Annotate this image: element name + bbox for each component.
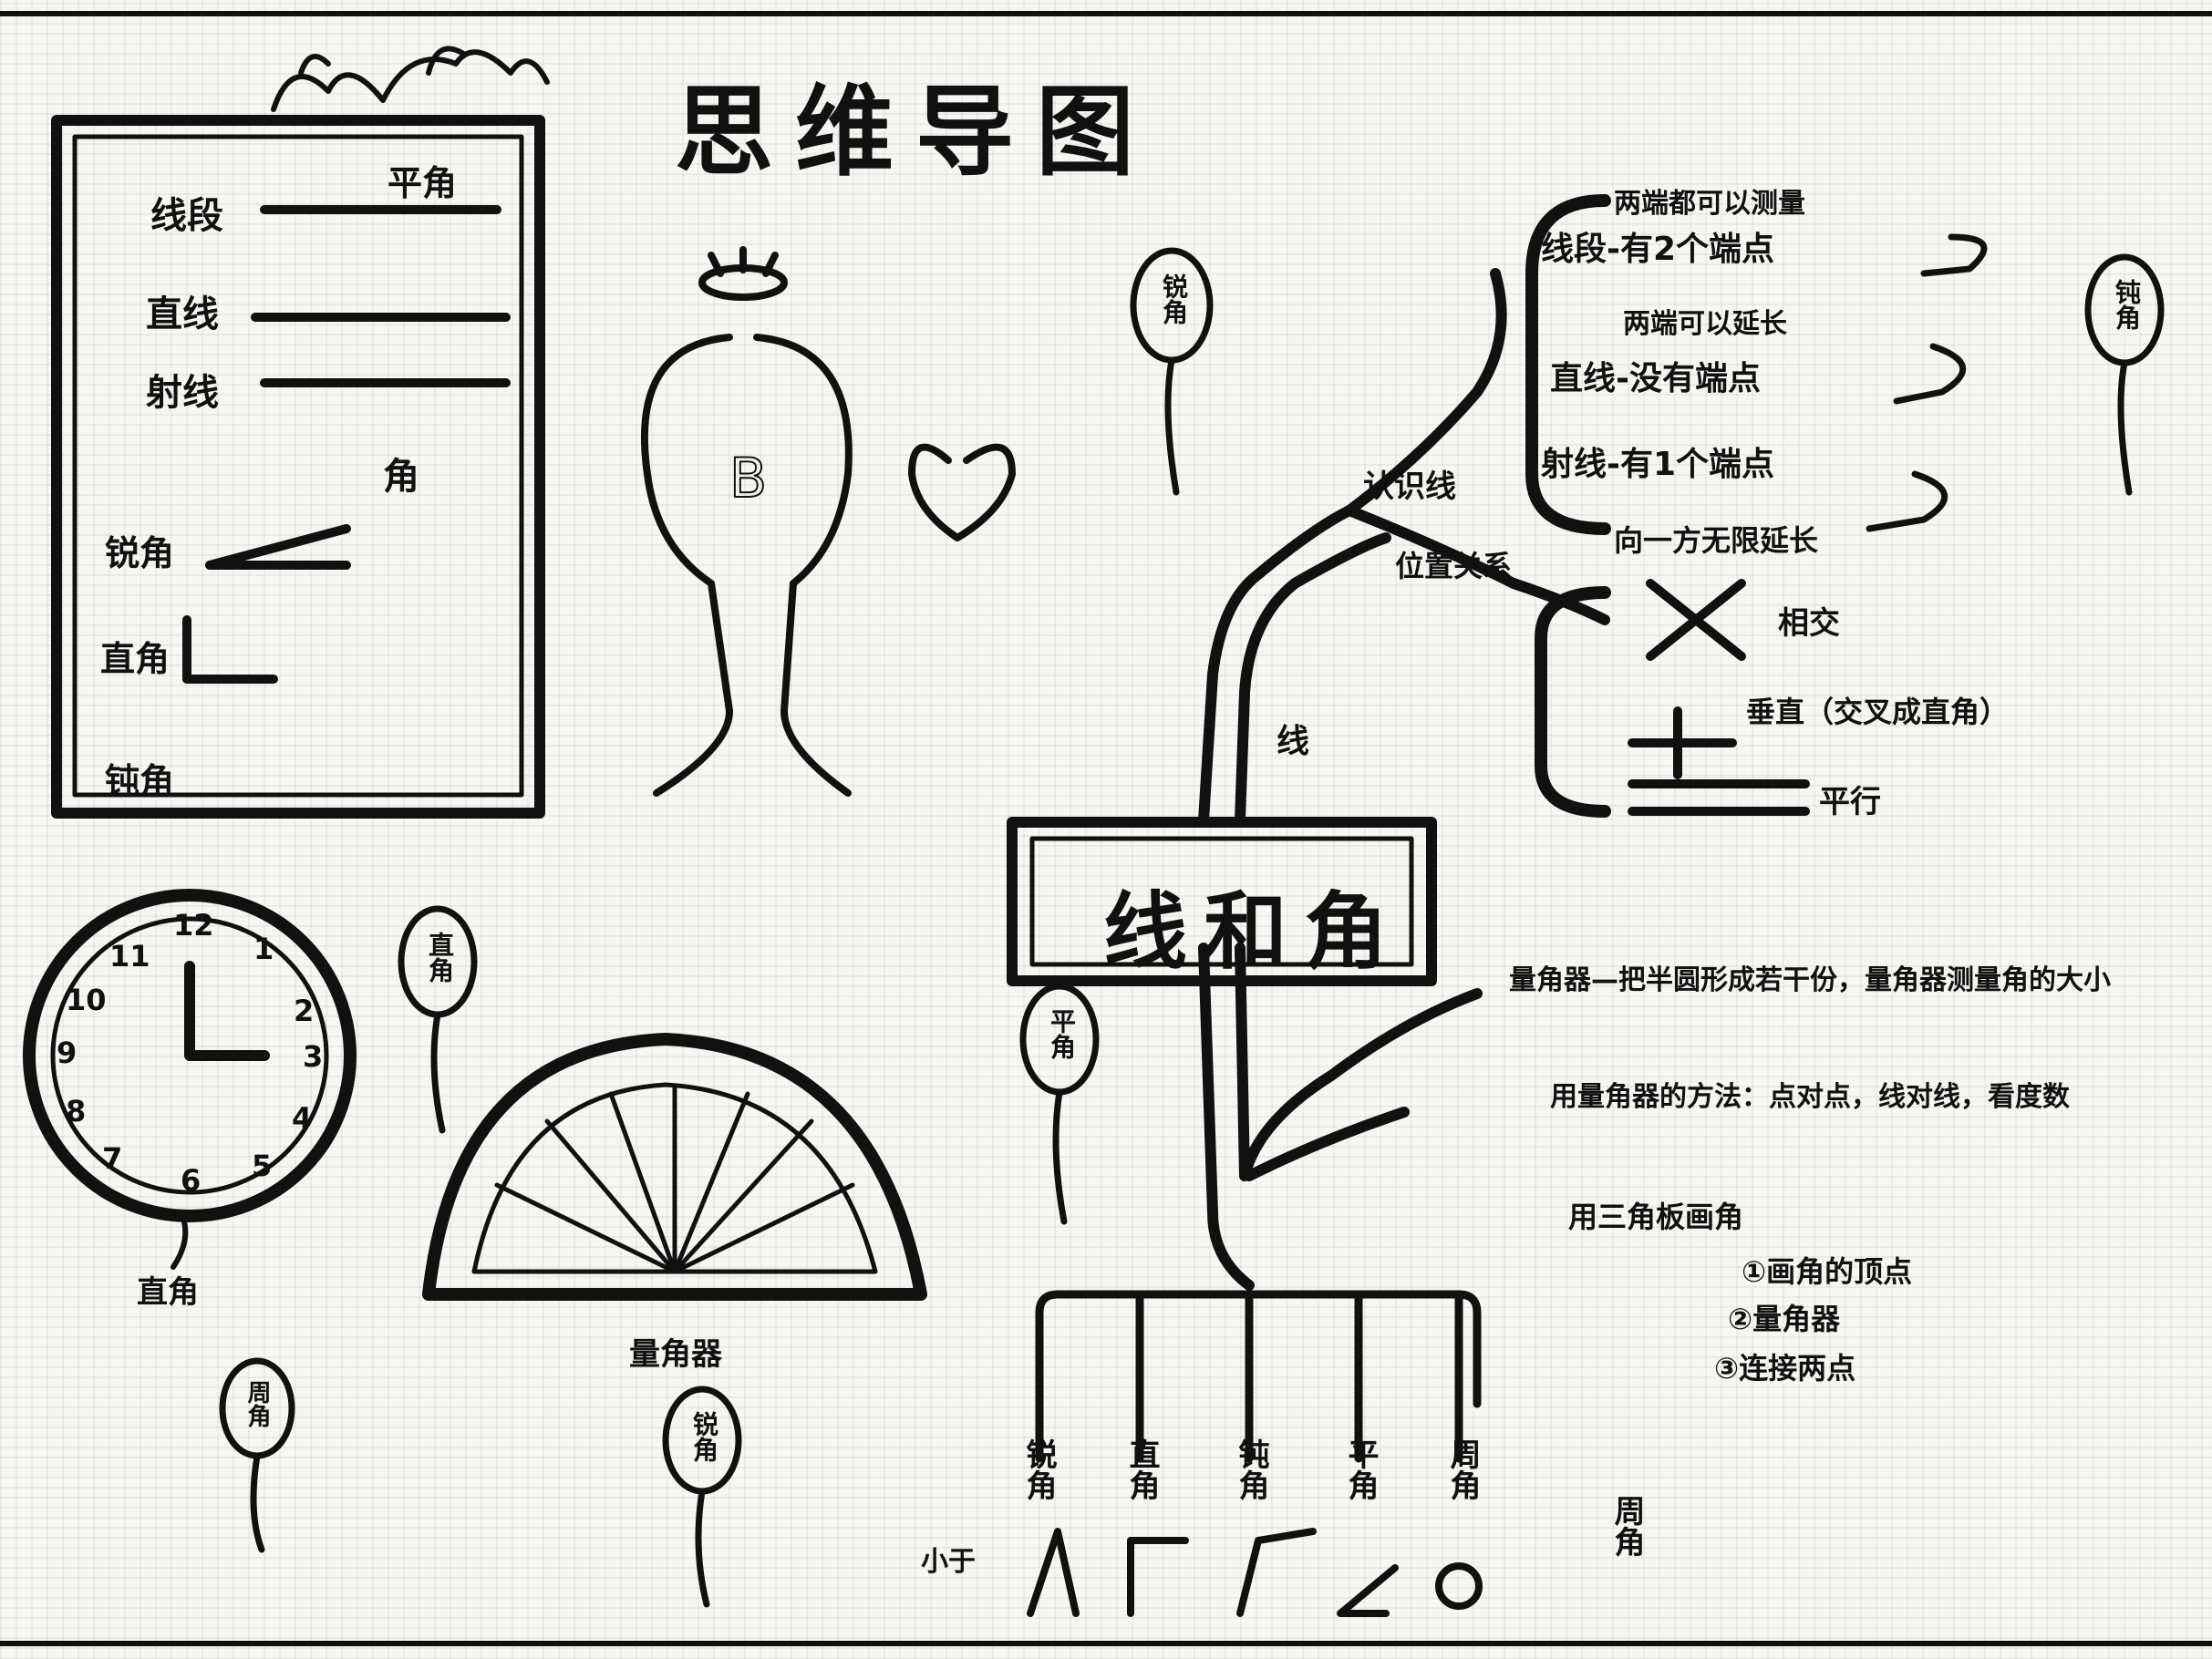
clock-number-3: 3 bbox=[303, 1039, 324, 1074]
relation-item-perpendicular: 垂直（交叉成直角） bbox=[1746, 695, 2010, 729]
clock-caption: 直角 bbox=[137, 1274, 199, 1311]
clock-face bbox=[23, 889, 357, 1270]
panel-line-samples bbox=[182, 205, 511, 684]
angle-type-stems bbox=[1035, 1290, 1482, 1463]
balloon-shapes bbox=[219, 247, 2165, 1608]
relation-branch-label: 位置关系 bbox=[1395, 549, 1513, 583]
line-branch-item-1: 线段-有2个端点 bbox=[1541, 231, 1774, 268]
lines-panel-frame bbox=[51, 115, 545, 819]
relation-item-intersect: 相交 bbox=[1778, 605, 1840, 642]
angle-type-prefix: 小于 bbox=[921, 1546, 976, 1578]
center-node-frame bbox=[1007, 817, 1437, 986]
branch-brackets bbox=[1525, 194, 1611, 818]
balloon-label-1: 锐角 bbox=[1159, 273, 1189, 325]
relation-item-parallel: 平行 bbox=[1819, 784, 1881, 820]
line-branch-item-4: 向一方无限延长 bbox=[1614, 523, 1819, 558]
line-branch-label: 认识线 bbox=[1363, 469, 1456, 505]
center-node-label: 线和角 bbox=[1103, 883, 1405, 981]
balloon-label-4: 平角 bbox=[1047, 1008, 1077, 1059]
mind-map-trunk bbox=[1198, 268, 1610, 1291]
panel-label-angle: 角 bbox=[383, 456, 419, 498]
panel-label-line: 直线 bbox=[146, 294, 219, 335]
line-branch-hint-1: 两端都可以测量 bbox=[1614, 188, 1805, 220]
line-branch-item-3: 射线-有1个端点 bbox=[1541, 446, 1774, 483]
angle-type-obtuse: 钝角 bbox=[1233, 1438, 1269, 1500]
panel-label-obtuse: 钝角 bbox=[105, 761, 175, 801]
panel-caption: 平角 bbox=[388, 163, 458, 203]
plant-decoration bbox=[271, 46, 550, 112]
angle-type-marks bbox=[1027, 1528, 1483, 1617]
angle-type-acute: 锐角 bbox=[1020, 1438, 1057, 1500]
branch-arrows bbox=[1866, 233, 1988, 532]
character-figure: B bbox=[641, 246, 1016, 797]
bottom-border-line bbox=[0, 1641, 2212, 1646]
clock-number-4: 4 bbox=[292, 1101, 313, 1136]
clock-number-12: 12 bbox=[173, 908, 214, 943]
angle-step-2: ②量角器 bbox=[1728, 1302, 1841, 1336]
clock-number-8: 8 bbox=[66, 1094, 87, 1128]
angle-type-footer: 周角 bbox=[1608, 1495, 1645, 1557]
page-title: 思维导图 bbox=[675, 76, 1157, 190]
panel-label-right: 直角 bbox=[100, 639, 171, 679]
clock-number-1: 1 bbox=[253, 932, 274, 966]
panel-label-segment: 线段 bbox=[150, 195, 223, 237]
svg-text:B: B bbox=[729, 447, 767, 510]
clock-number-7: 7 bbox=[102, 1141, 123, 1176]
trunk-side-label: 线 bbox=[1277, 723, 1310, 760]
panel-label-acute: 锐角 bbox=[105, 533, 175, 573]
top-border-line bbox=[0, 11, 2212, 16]
angle-type-round: 周角 bbox=[1444, 1438, 1481, 1500]
clock-number-2: 2 bbox=[294, 994, 315, 1028]
angle-type-right: 直角 bbox=[1123, 1438, 1160, 1500]
clock-number-6: 6 bbox=[181, 1163, 202, 1198]
clock-number-11: 11 bbox=[109, 939, 150, 974]
angle-type-straight: 平角 bbox=[1342, 1438, 1379, 1500]
clock-number-10: 10 bbox=[66, 983, 107, 1017]
protractor bbox=[422, 1033, 927, 1301]
protractor-caption: 量角器 bbox=[629, 1336, 722, 1373]
balloon-label-5: 周角 bbox=[243, 1380, 271, 1427]
angle-branch-item-2: 用量角器的方法：点对点，线对线，看度数 bbox=[1550, 1081, 2070, 1113]
balloon-label-2: 钝角 bbox=[2112, 279, 2142, 330]
clock-number-5: 5 bbox=[252, 1149, 273, 1183]
line-branch-hint-2: 两端可以延长 bbox=[1623, 308, 1787, 340]
line-branch-item-2: 直线-没有端点 bbox=[1550, 360, 1761, 397]
angle-step-1: ①画角的顶点 bbox=[1742, 1254, 1913, 1289]
clock-number-9: 9 bbox=[57, 1036, 78, 1070]
balloon-label-6: 锐角 bbox=[689, 1411, 719, 1462]
panel-label-ray: 射线 bbox=[146, 372, 219, 414]
angle-step-3: ③连接两点 bbox=[1714, 1351, 1856, 1386]
angle-branch-item-1: 量角器—把半圆形成若干份，量角器测量角的大小 bbox=[1509, 964, 2111, 996]
balloon-label-3: 直角 bbox=[425, 932, 455, 983]
angle-branch-item-3: 用三角板画角 bbox=[1568, 1200, 1744, 1234]
relation-symbols bbox=[1628, 579, 1810, 816]
